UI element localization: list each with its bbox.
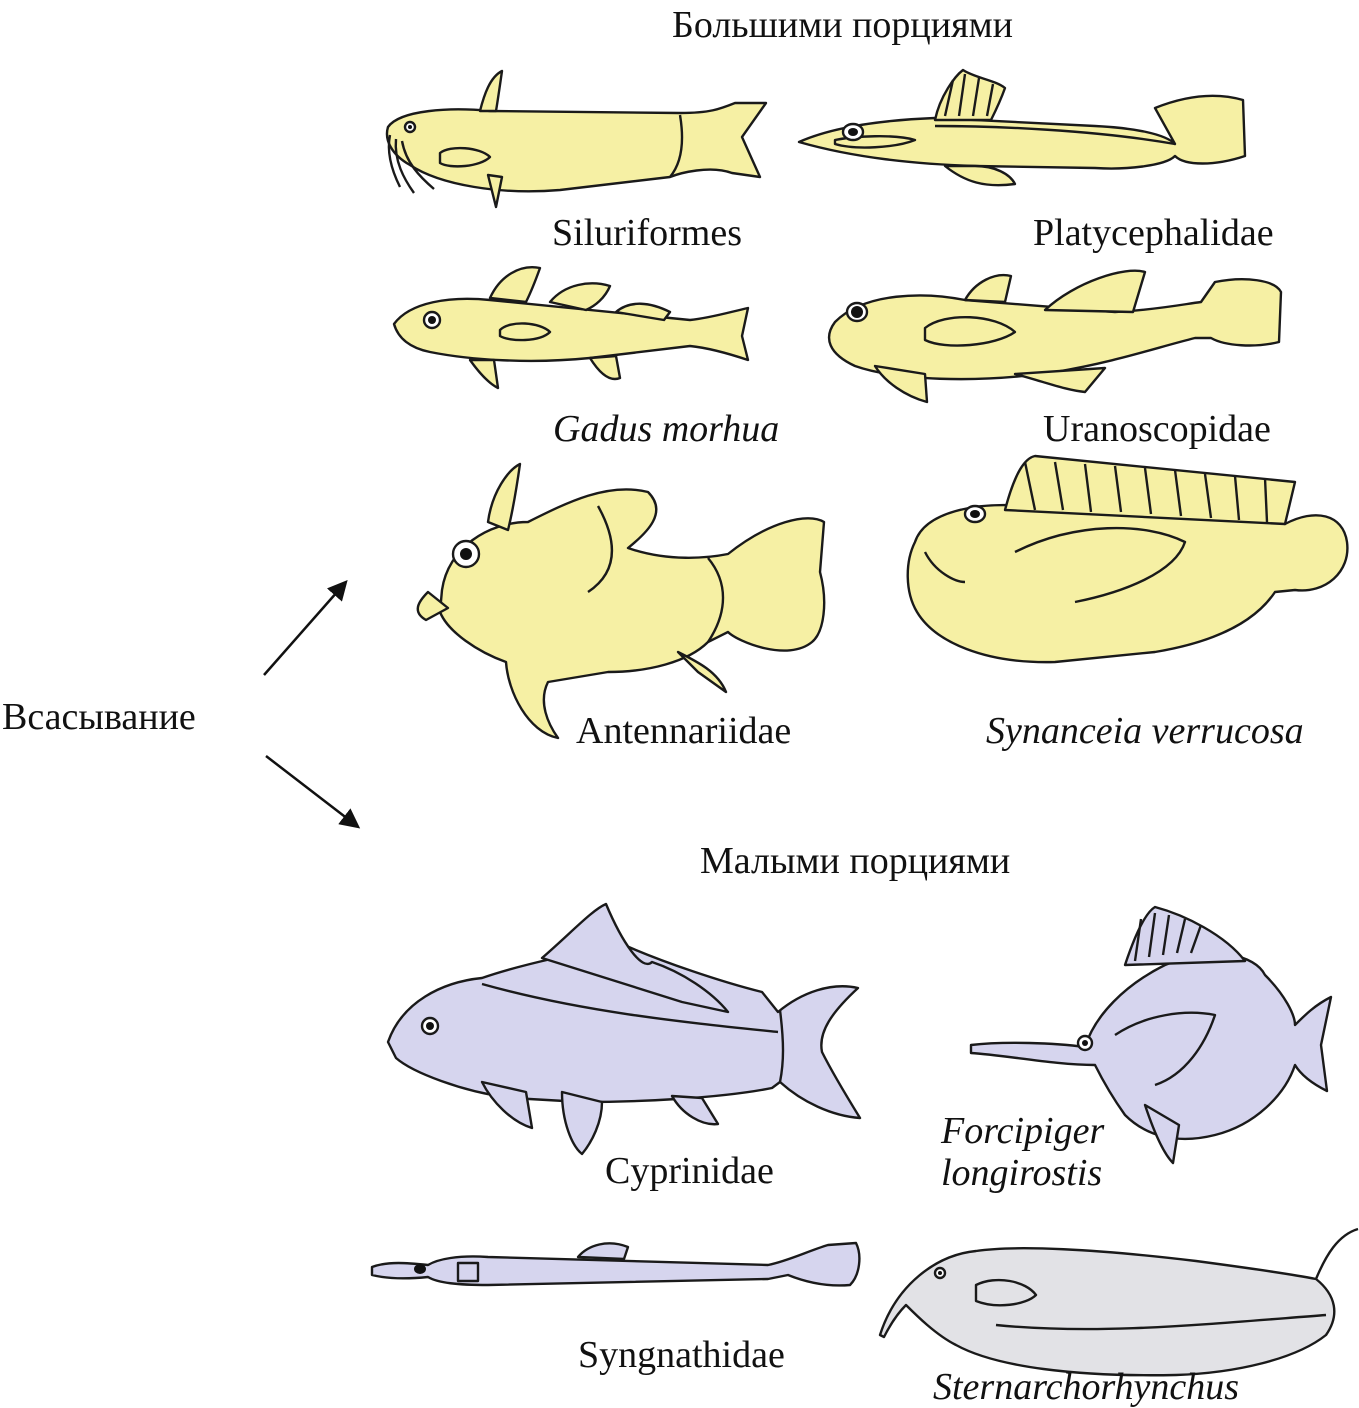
arrow-down bbox=[265, 755, 361, 829]
taxon-label-syngnathidae: Syngnathidae bbox=[578, 1334, 785, 1376]
taxon-label-synanceia-verrucosa: Synanceia verrucosa bbox=[986, 710, 1304, 752]
taxon-label-cyprinidae: Cyprinidae bbox=[605, 1150, 774, 1192]
fish-platycephalidae-drawing bbox=[795, 66, 1255, 196]
taxon-label-siluriformes: Siluriformes bbox=[552, 212, 742, 254]
taxon-label-uranoscopidae: Uranoscopidae bbox=[1043, 408, 1271, 450]
fish-antennariidae-drawing bbox=[408, 462, 828, 742]
taxon-label-sternarchorhynchus: Sternarchorhynchus bbox=[933, 1366, 1240, 1408]
taxon-label-longirostis: longirostis bbox=[941, 1152, 1103, 1194]
arrow-up bbox=[263, 579, 348, 676]
fish-sternarchorhynchus-drawing bbox=[876, 1225, 1359, 1383]
taxon-label-forcipiger: Forcipiger bbox=[941, 1110, 1105, 1152]
fish-siluriformes-drawing bbox=[380, 65, 780, 215]
fish-gadus-morhua-drawing bbox=[390, 262, 756, 390]
fish-syngnathidae-drawing bbox=[368, 1235, 862, 1297]
taxon-label-antennariidae: Antennariidae bbox=[576, 710, 792, 752]
fish-cyprinidae-drawing bbox=[382, 902, 864, 1160]
root-label-suction: Всасывание bbox=[2, 696, 196, 738]
taxon-label-gadus-morhua: Gadus morhua bbox=[553, 408, 780, 450]
taxon-label-platycephalidae: Platycephalidae bbox=[1033, 212, 1274, 254]
fish-forcipiger-drawing bbox=[965, 905, 1333, 1167]
heading-small-portions: Малыми порциями bbox=[700, 840, 1011, 882]
heading-large-portions: Большими порциями bbox=[672, 4, 1013, 46]
fish-synanceia-drawing bbox=[895, 452, 1350, 668]
fish-uranoscopidae-drawing bbox=[815, 262, 1285, 404]
